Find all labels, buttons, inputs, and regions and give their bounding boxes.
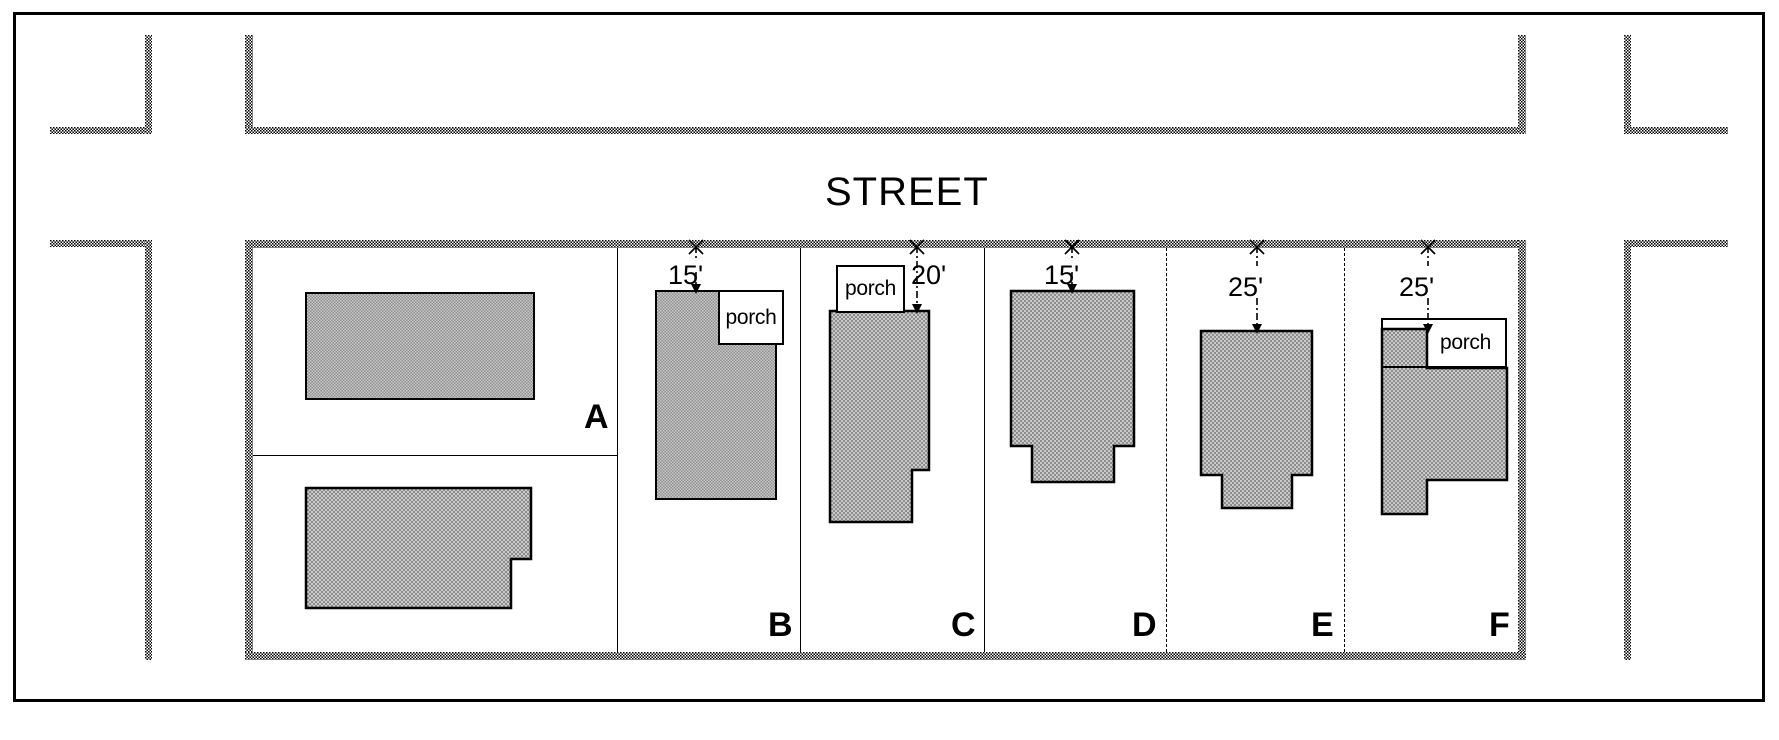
- lot-e-setback-label: 25': [1228, 272, 1264, 302]
- lot-letter-a: A: [584, 398, 609, 436]
- curb-top-left-horizontal: [50, 127, 152, 134]
- lot-line-c-d: [984, 248, 985, 652]
- lot-b-setback-label: 15': [668, 260, 704, 290]
- lot-d-setback-label: 15': [1044, 260, 1080, 290]
- lot-line-b-c: [800, 248, 801, 652]
- lot-b-porch: porch: [718, 290, 784, 345]
- curb-block-right: [1518, 240, 1526, 660]
- lot-letter-e: E: [1311, 606, 1334, 644]
- lot-c-setback-leader: [909, 239, 925, 314]
- lot-f-setback-leader: [1420, 239, 1436, 334]
- lot-line-a-b: [617, 248, 618, 652]
- lot-c-porch: porch: [836, 265, 905, 313]
- lot-f-building: [1380, 327, 1509, 516]
- curb-top-left-vertical: [145, 35, 152, 134]
- curb-top-right-horizontal: [1624, 127, 1728, 134]
- curb-block-top: [245, 240, 1526, 248]
- lot-a-building-south: [304, 486, 533, 610]
- lot-a-interior-split-line: [253, 455, 617, 456]
- curb-top-center-horizontal: [245, 127, 1525, 134]
- lot-c-building: [828, 309, 931, 524]
- lot-b-setback-leader: [688, 239, 704, 294]
- lot-line-e-f: [1344, 248, 1345, 652]
- lot-e-setback-leader: [1249, 239, 1265, 334]
- lot-f-porch: porch: [1381, 318, 1507, 368]
- lot-letter-b: B: [768, 606, 793, 644]
- lot-letter-f: F: [1489, 606, 1510, 644]
- lot-f-setback-label: 25': [1399, 272, 1435, 302]
- lot-d-building: [1009, 289, 1136, 484]
- curb-block-left: [245, 240, 253, 660]
- curb-bottom-right-vertical: [1624, 240, 1631, 660]
- curb-block-bottom: [245, 652, 1526, 660]
- curb-top-center-vertical-right: [1518, 35, 1526, 134]
- diagram-border: [13, 12, 1765, 702]
- curb-top-right-vertical: [1624, 35, 1631, 134]
- lot-a-building-north: [305, 292, 535, 400]
- street-label: STREET: [825, 170, 989, 214]
- curb-bottom-right-horizontal: [1624, 240, 1728, 247]
- lot-line-d-e: [1166, 248, 1167, 652]
- curb-top-center-vertical-left: [245, 35, 253, 134]
- lot-d-setback-leader: [1064, 239, 1080, 294]
- lot-letter-c: C: [951, 606, 976, 644]
- lot-c-setback-label: 20': [911, 260, 947, 290]
- lot-letter-d: D: [1132, 606, 1157, 644]
- lot-e-building: [1199, 329, 1314, 510]
- curb-bottom-left-vertical: [145, 240, 152, 660]
- curb-bottom-left-horizontal: [50, 240, 152, 247]
